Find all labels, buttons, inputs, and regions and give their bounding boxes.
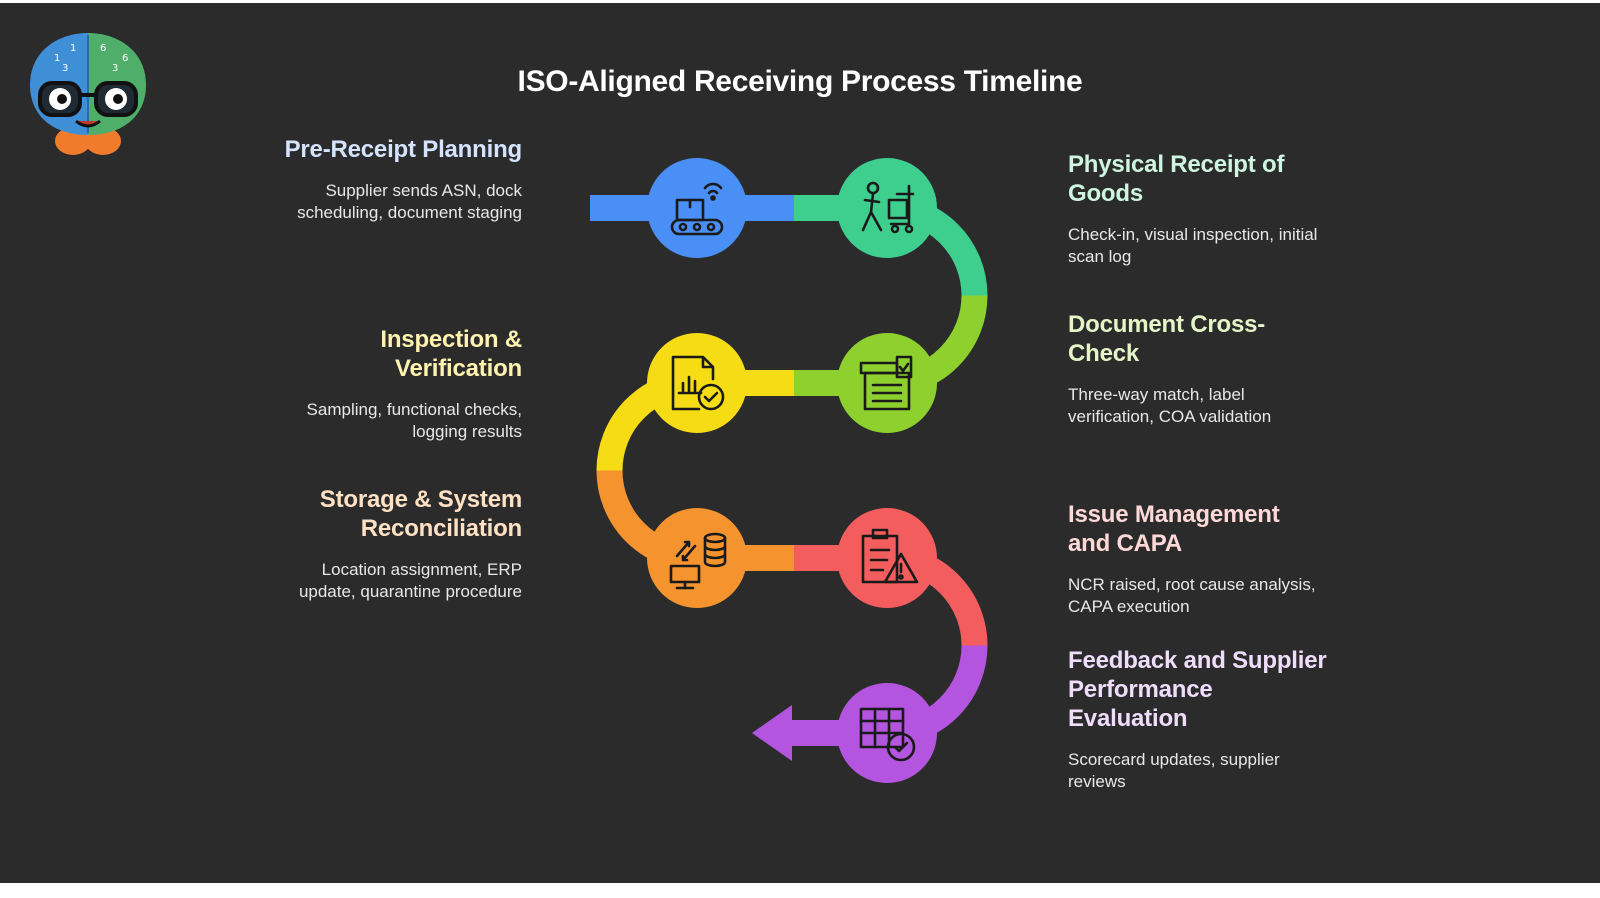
report-check-icon xyxy=(671,355,725,411)
step-heading: Issue Management and CAPA xyxy=(1068,501,1280,557)
database-sync-icon xyxy=(669,532,727,590)
step-node xyxy=(647,508,747,608)
step-node xyxy=(647,158,747,258)
mascot-digit: 3 xyxy=(62,63,68,74)
brain-mascot-icon: 1 1 6 3 3 6 1 6 xyxy=(30,33,146,155)
mascot-digit: 1 xyxy=(54,53,60,64)
step-inspection-verification: Inspection & Verification Sampling, func… xyxy=(262,325,523,443)
step-node xyxy=(837,508,937,608)
step-heading: Inspection & Verification xyxy=(380,326,522,382)
step-heading: Physical Receipt of Goods xyxy=(1068,151,1285,207)
step-heading: Pre-Receipt Planning xyxy=(284,136,523,163)
step-document-cross-check: Document Cross-Check Three-way match, la… xyxy=(1068,310,1328,428)
step-description: Check-in, visual inspection, initial sca… xyxy=(1068,225,1318,266)
step-node xyxy=(837,158,937,258)
step-physical-receipt: Physical Receipt of Goods Check-in, visu… xyxy=(1068,150,1328,268)
step-issue-management: Issue Management and CAPA NCR raised, ro… xyxy=(1068,500,1328,618)
table-check-icon xyxy=(859,707,916,762)
step-description: Sampling, functional checks, logging res… xyxy=(306,400,522,441)
step-node xyxy=(837,333,937,433)
arrow-head xyxy=(752,705,792,761)
step-pre-receipt-planning: Pre-Receipt Planning Supplier sends ASN,… xyxy=(262,135,523,224)
step-description: NCR raised, root cause analysis, CAPA ex… xyxy=(1068,575,1316,616)
conveyor-package-icon xyxy=(670,182,724,236)
mascot-digit: 3 xyxy=(112,63,118,74)
step-description: Location assignment, ERP update, quarant… xyxy=(298,560,522,601)
step-heading: Feedback and Supplier Performance Evalua… xyxy=(1068,647,1327,732)
mascot-digit: 6 xyxy=(122,53,128,64)
step-description: Supplier sends ASN, dock scheduling, doc… xyxy=(297,181,522,222)
step-description: Three-way match, label verification, COA… xyxy=(1068,385,1272,426)
step-node xyxy=(647,333,747,433)
timeline-path xyxy=(590,158,988,783)
step-heading: Document Cross-Check xyxy=(1068,311,1266,367)
step-storage-reconciliation: Storage & System Reconciliation Location… xyxy=(262,485,522,603)
step-description: Scorecard updates, supplier reviews xyxy=(1068,750,1280,791)
clipboard-warning-icon xyxy=(861,528,919,584)
step-feedback-evaluation: Feedback and Supplier Performance Evalua… xyxy=(1068,646,1328,793)
page-title: ISO-Aligned Receiving Process Timeline xyxy=(517,65,1083,98)
worker-hand-truck-icon xyxy=(861,181,915,234)
mascot-digit: 1 xyxy=(70,43,76,54)
infographic-canvas: 1 1 6 3 3 6 1 6 ISO-Aligned Receiving Pr… xyxy=(0,3,1600,883)
step-heading: Storage & System Reconciliation xyxy=(319,486,522,542)
document-checklist-icon xyxy=(859,355,913,411)
mascot-digit: 6 xyxy=(100,43,106,54)
